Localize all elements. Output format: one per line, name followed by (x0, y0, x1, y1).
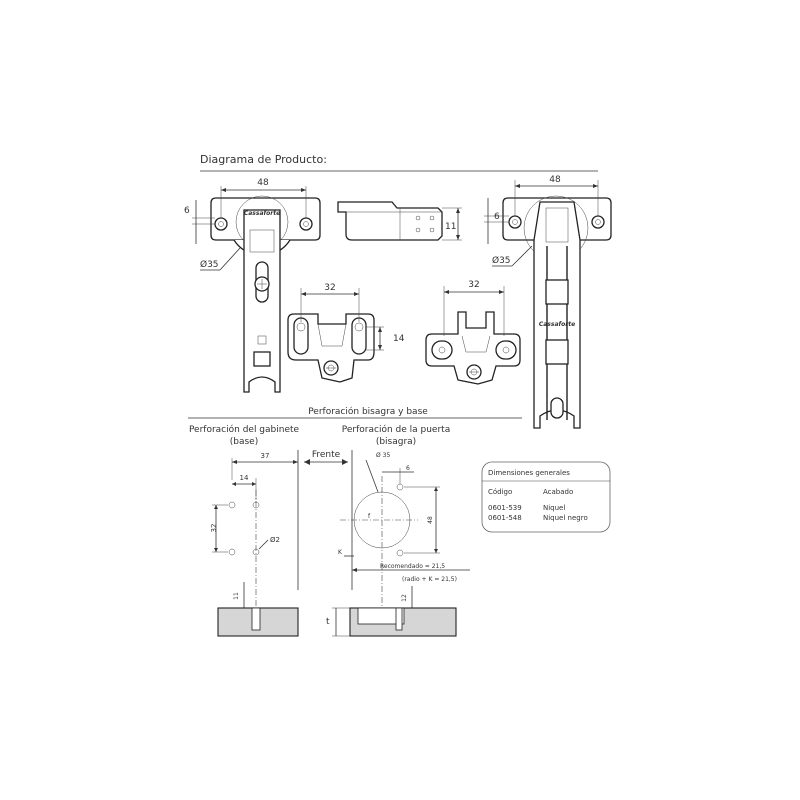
dim-door-12: 12 (401, 594, 408, 602)
spec-row-finish: Niquel (543, 504, 565, 512)
dim-6-right: 6 (494, 212, 500, 222)
dim-11-cabinet: 11 (233, 592, 240, 600)
dim-14-cabinet: 14 (240, 474, 249, 482)
radio-note: (radio + K = 21,5) (402, 576, 457, 583)
spec-box-title: Dimensiones generales (488, 469, 570, 477)
front-label: Frente (312, 450, 341, 460)
dim-door-d35: Ø 35 (376, 452, 390, 459)
product-diagram-title: Diagrama de Producto: (200, 153, 327, 166)
spec-row-code: 0601-539 (488, 504, 522, 512)
base-plate-a: 32 14 (287, 283, 405, 383)
hinge-side-profile: 11 (337, 201, 462, 241)
door-drilling: Perforación de la puerta (bisagra) f Ø 3… (326, 424, 470, 637)
dim-k: K (338, 549, 343, 556)
cabinet-title-line1: Perforación del gabinete (189, 424, 300, 435)
spec-box: Dimensiones generales Código Acabado 060… (481, 461, 611, 533)
front-indicator: Frente (304, 450, 348, 465)
recommended-note: Recomendado = 21,5 (380, 563, 445, 570)
dim-6-left: 6 (184, 206, 190, 216)
dim-11: 11 (445, 222, 456, 232)
dim-door-6: 6 (406, 465, 410, 472)
dim-48-left: 48 (257, 178, 269, 188)
hinge-left-view: Cassaforte 48 6 Ø35 (184, 178, 321, 393)
cabinet-title-line2: (base) (230, 437, 258, 447)
dim-32-cabinet: 32 (210, 524, 218, 533)
base-plate-b: 32 (425, 280, 521, 385)
spec-row-code: 0601-548 (488, 514, 522, 522)
dim-d35-right: Ø35 (492, 255, 511, 266)
dim-d35-left: Ø35 (200, 259, 219, 270)
hinge-right-view: Cassaforte 48 6 Ø35 (484, 175, 612, 429)
dim-48-right: 48 (549, 175, 561, 185)
dim-32-base-a: 32 (324, 283, 335, 293)
spec-header-finish: Acabado (543, 488, 573, 496)
cabinet-drilling: Perforación del gabinete (base) 37 14 32… (189, 424, 300, 637)
dim-t: t (326, 617, 330, 627)
spec-row-finish: Niquel negro (543, 514, 588, 522)
dim-32-base-b: 32 (468, 280, 479, 290)
dim-f: f (368, 513, 371, 520)
dim-14-base: 14 (393, 334, 405, 344)
dim-door-48: 48 (427, 516, 434, 524)
hinge-left-logo: Cassaforte (244, 210, 280, 217)
door-title-line1: Perforación de la puerta (342, 424, 450, 435)
drilling-title: Perforación bisagra y base (308, 406, 428, 417)
hinge-right-logo: Cassaforte (539, 321, 575, 328)
spec-header-code: Código (488, 488, 512, 496)
door-title-line2: (bisagra) (376, 437, 416, 447)
dim-d2: Ø2 (270, 536, 280, 544)
dim-37: 37 (261, 452, 270, 460)
